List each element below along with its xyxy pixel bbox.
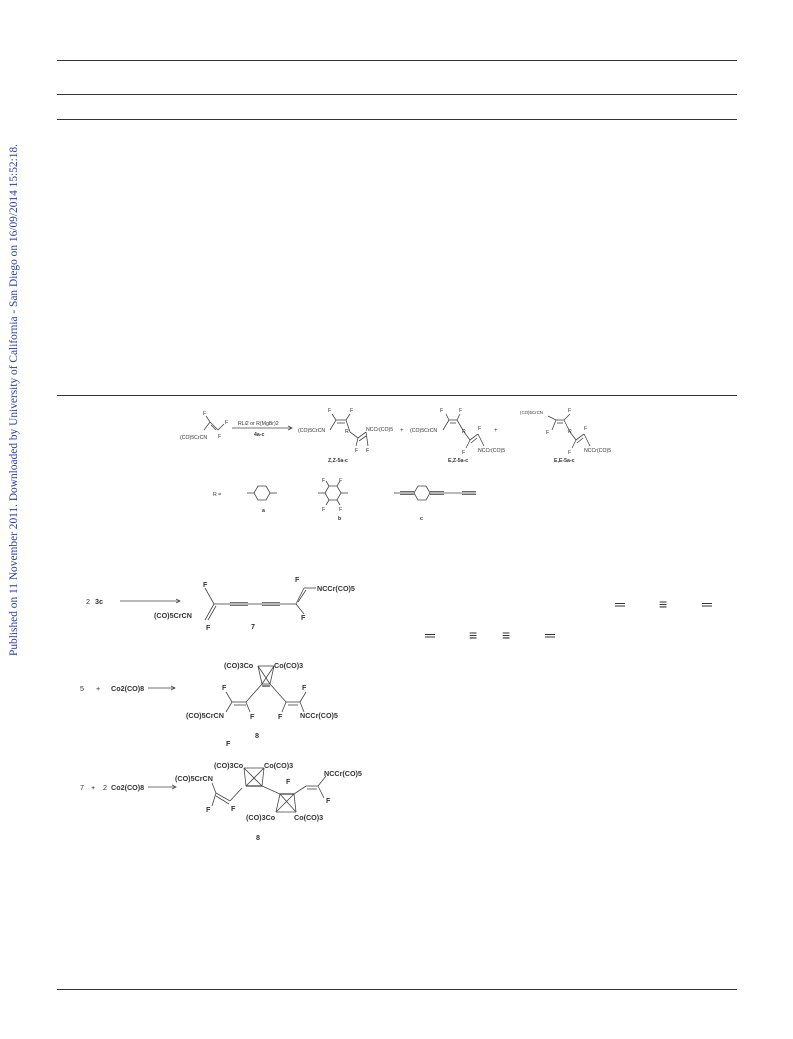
- atom-f: F: [203, 411, 206, 417]
- atom-f: F: [295, 575, 300, 584]
- atom-r: R: [345, 429, 349, 435]
- atom-r: R: [462, 429, 466, 435]
- bond-symbol: ═: [544, 627, 555, 643]
- scheme4-co-top-left: (CO)3Co: [214, 761, 244, 770]
- header-rule-top: [57, 60, 737, 61]
- ez-right-group: NCCr(CO)5: [478, 448, 505, 454]
- substituent-c-label: c: [420, 516, 423, 522]
- scheme4-label: 8: [256, 833, 260, 842]
- ez-label: E,Z-5a-c: [448, 458, 468, 464]
- atom-f: F: [286, 777, 291, 786]
- atom-f: F: [206, 623, 211, 632]
- atom-f: F: [203, 580, 208, 589]
- scheme1-reagent-ref: 4a-c: [254, 432, 264, 438]
- scheme4-co-top-right: Co(CO)3: [264, 761, 293, 770]
- atom-f: F: [328, 408, 331, 414]
- atom-f: F: [350, 408, 353, 414]
- atom-f: F: [459, 408, 462, 414]
- stray-atom-f: F: [226, 739, 231, 748]
- plus-sign: +: [400, 427, 404, 434]
- header-rule-bottom: [57, 119, 737, 120]
- footer-rule: [57, 989, 737, 990]
- scheme2-label: 7: [251, 622, 255, 631]
- atom-f: F: [206, 805, 211, 814]
- atom-f: F: [339, 507, 342, 513]
- atom-f: F: [301, 613, 306, 622]
- bond-symbol: ═: [424, 627, 435, 643]
- atom-f: F: [322, 478, 325, 484]
- atom-f: F: [302, 683, 307, 692]
- scheme4-right-group: NCCr(CO)5: [324, 769, 362, 778]
- scheme3-label: 8: [255, 731, 259, 740]
- scheme2-reactant: 3c: [95, 597, 103, 606]
- atom-f: F: [222, 683, 227, 692]
- plus-sign: +: [91, 783, 95, 792]
- plus-sign: +: [494, 427, 498, 434]
- atom-f: F: [218, 434, 221, 440]
- bond-symbol: ≡: [502, 627, 510, 643]
- atom-f: F: [355, 448, 358, 454]
- ee-top-group: (CO)5CrCN: [520, 410, 543, 415]
- scheme4-coefficient: 2: [103, 783, 107, 792]
- scheme3-co-left: (CO)3Co: [224, 661, 254, 670]
- atom-f: F: [225, 420, 228, 426]
- scheme2-left-group: (CO)5CrCN: [154, 611, 192, 620]
- atom-f: F: [278, 712, 283, 721]
- atom-r: R: [568, 429, 572, 435]
- scheme4-co-bot-left: (CO)3Co: [246, 813, 276, 822]
- r-equals-label: R =: [213, 492, 221, 498]
- atom-f: F: [326, 796, 331, 805]
- atom-f: F: [440, 408, 443, 414]
- scheme3-left-group: (CO)5CrCN: [186, 711, 224, 720]
- bond-symbol: ≡: [659, 596, 667, 612]
- scheme4-left-group: (CO)5CrCN: [175, 774, 213, 783]
- scheme3-reagent: Co2(CO)8: [111, 684, 144, 693]
- scheme2-right-group: NCCr(CO)5: [317, 584, 355, 593]
- atom-f: F: [366, 448, 369, 454]
- scheme3-right-group: NCCr(CO)5: [300, 711, 338, 720]
- scheme1-reagent: RLi2 or R(MgBr)2: [238, 421, 279, 427]
- zz-label: Z,Z-5a-c: [328, 458, 348, 464]
- section-rule: [57, 395, 737, 396]
- plus-sign: +: [96, 684, 100, 693]
- scheme4-reagent: Co2(CO)8: [111, 783, 144, 792]
- scheme3-reactant: 5: [80, 684, 84, 693]
- scheme4-co-bot-right: Co(CO)3: [294, 813, 323, 822]
- bond-symbol: ═: [701, 596, 712, 612]
- atom-f: F: [462, 450, 465, 456]
- header-rule-middle: [57, 94, 737, 95]
- ee-right-group: NCCr(CO)5: [584, 448, 611, 454]
- substituent-a-label: a: [262, 508, 265, 514]
- atom-f: F: [231, 804, 236, 813]
- atom-f: F: [322, 507, 325, 513]
- bond-symbol: ≡: [469, 627, 477, 643]
- zz-right-group: NCCr(CO)5: [366, 427, 393, 433]
- atom-f: F: [478, 426, 481, 432]
- atom-f: F: [339, 478, 342, 484]
- scheme1-reactant: (CO)5CrCN: [180, 435, 207, 441]
- atom-f: F: [250, 712, 255, 721]
- atom-f: F: [568, 450, 571, 456]
- ez-left-group: (CO)5CrCN: [410, 428, 437, 434]
- ee-label: E,E-5a-c: [554, 458, 575, 464]
- atom-f: F: [584, 426, 587, 432]
- atom-f: F: [568, 408, 571, 414]
- atom-f: F: [546, 430, 549, 436]
- scheme4-reactant: 7: [80, 783, 84, 792]
- substituent-b-label: b: [338, 516, 341, 522]
- zz-left-group: (CO)5CrCN: [298, 428, 325, 434]
- bond-symbol: ═: [614, 596, 625, 612]
- scheme2-coefficient: 2: [86, 597, 90, 606]
- scheme3-co-right: Co(CO)3: [274, 661, 303, 670]
